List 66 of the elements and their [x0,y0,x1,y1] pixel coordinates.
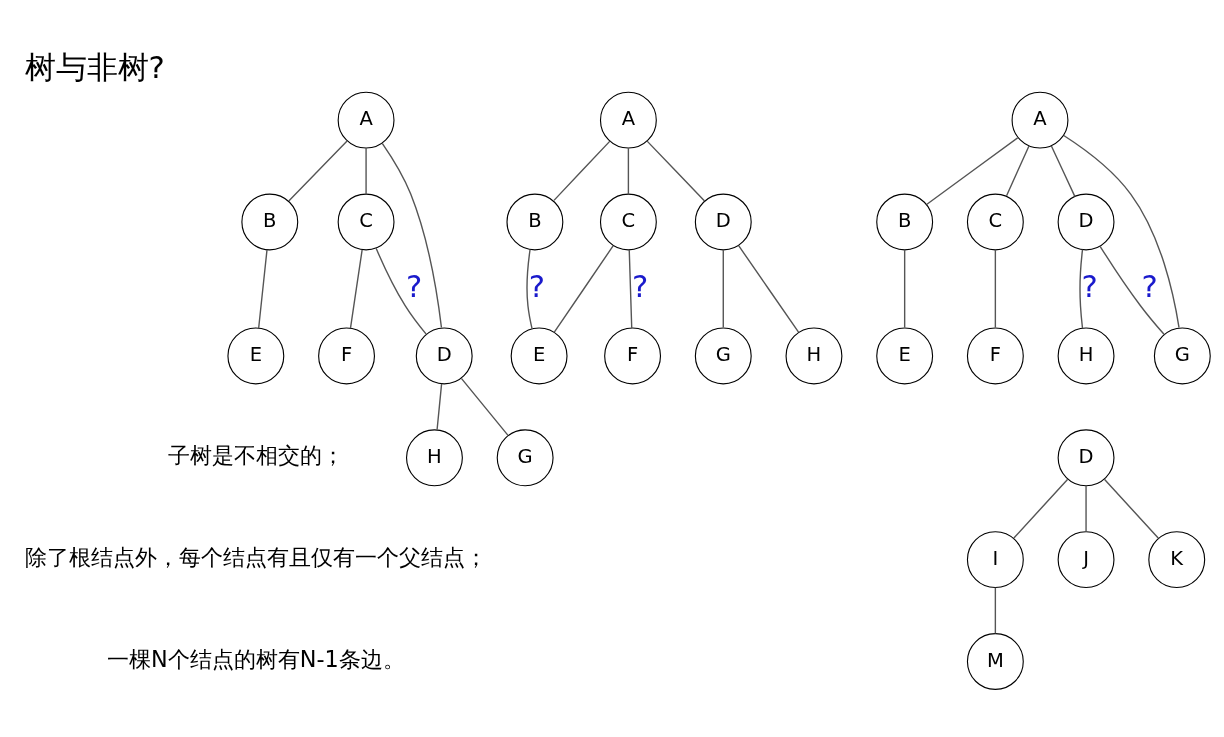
connector [994,586,997,635]
node-circle: C [599,193,657,251]
label: 子树是不相交的； [167,442,344,469]
connector [925,137,1019,206]
node-circle: A [337,91,395,149]
node-circle: I [966,531,1024,589]
connector [381,142,443,329]
node-circle: M [966,633,1024,690]
connector [257,249,268,329]
connector [628,249,633,329]
node-circle: D [694,193,752,251]
node-circle: D [415,327,473,385]
node-circle: H [1057,327,1115,385]
node-circle: F [604,327,662,385]
node-circle: D [1057,429,1115,487]
node-circle: K [1148,531,1206,589]
connector [646,140,706,202]
node-circle: G [1153,327,1211,385]
edge-label: ? [1141,268,1158,304]
node-circle: G [694,327,752,385]
node-circle: F [966,327,1024,385]
edge-label: ? [1081,268,1098,304]
edge-label: ? [406,268,423,304]
edge-label: ? [632,268,649,304]
connector [722,249,724,329]
connector [553,244,614,333]
connector [1079,249,1084,329]
connector [526,249,533,330]
node-circle: C [337,193,395,251]
node-circle: E [227,327,285,385]
node-circle: C [966,193,1024,251]
node-circle: B [241,193,299,251]
label: 一棵N个结点的树有N-1条边。 [107,645,405,672]
node-circle: G [496,429,554,487]
edge-label: ? [528,268,546,304]
connector [627,147,630,195]
connector [365,147,367,195]
connector [1099,245,1165,336]
connector [349,249,363,329]
node-circle: E [510,327,568,385]
connector [737,244,800,333]
connector [1085,485,1087,533]
node-circle: J [1057,531,1115,589]
node-circle: H [406,429,463,487]
connector [436,383,443,431]
node-circle: B [876,193,934,251]
connector [553,140,611,202]
node-circle: F [318,327,375,385]
connector [1050,145,1076,198]
node-circle: H [785,327,843,385]
connector [1012,478,1069,539]
connector [288,140,348,202]
label: 除了根结点外，每个结点有且仅有一个父结点； [24,543,487,570]
node-circle: B [506,193,564,251]
connector [994,249,997,329]
diagram-title: 树与非树? [24,49,165,85]
node-circle: A [599,91,657,149]
connector [1005,145,1030,197]
connector [903,249,906,329]
connector [375,247,428,336]
connector [460,377,509,437]
node-circle: A [1011,91,1069,149]
connector [1103,478,1160,539]
node-circle: D [1057,193,1115,251]
connector [1063,134,1180,329]
node-circle: E [876,327,934,385]
